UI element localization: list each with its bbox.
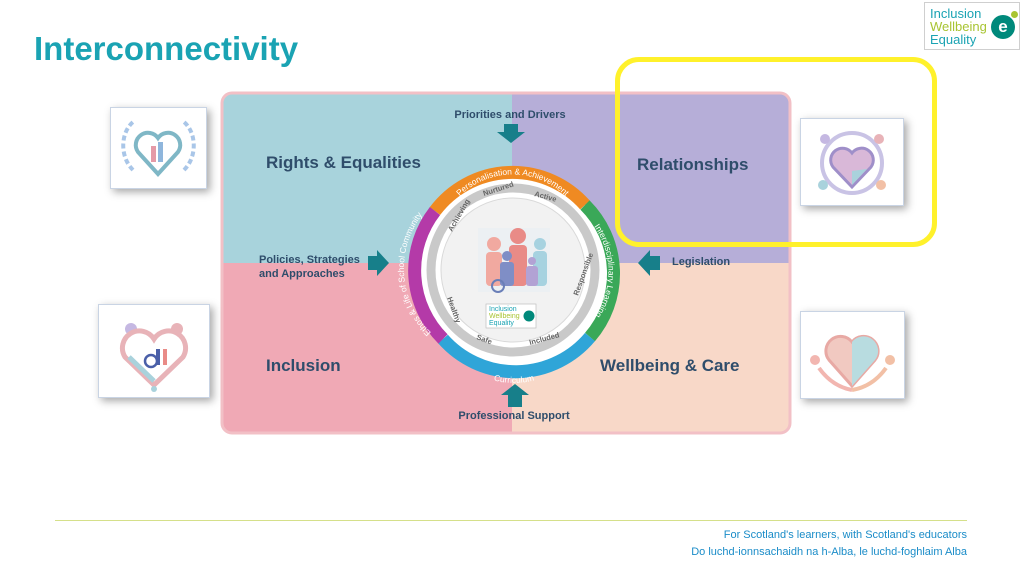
arrow-left-icon (638, 250, 660, 276)
label-professional-support: Professional Support (458, 410, 570, 422)
logo-e-mark-icon: e (991, 15, 1015, 39)
center-logo-line2: Wellbeing (489, 313, 520, 320)
footer-line-english: For Scotland's learners, with Scotland's… (723, 529, 967, 541)
arrow-down-icon (497, 124, 525, 143)
label-wellbeing-care: Wellbeing & Care (600, 356, 740, 375)
ring-label-curriculum: Curriculum (493, 373, 535, 385)
svg-text:Curriculum: Curriculum (493, 373, 535, 385)
center-logo-mark-icon (523, 310, 535, 322)
logo-dot-icon (1011, 11, 1018, 18)
center-logo: Inclusion Wellbeing Equality (485, 303, 537, 329)
arrow-up-icon (501, 384, 529, 407)
relationships-highlight-box (615, 57, 937, 247)
logo-e-letter: e (998, 17, 1008, 36)
heart-wheelchair-people-icon (119, 323, 189, 392)
tile-inclusion (98, 304, 210, 398)
ring-segment-orange (429, 165, 590, 215)
logo-line-wellbeing: Wellbeing (930, 19, 987, 34)
ring-segment-magenta (408, 207, 448, 344)
tile-wellbeing-care (800, 311, 905, 399)
label-rights-equalities: Rights & Equalities (266, 153, 421, 172)
center-logo-line1: Inclusion (489, 306, 517, 313)
ring-segment-green (580, 200, 620, 342)
people-group-icon (478, 228, 550, 293)
label-policies-line1: Policies, Strategies (259, 254, 360, 266)
slide-title: Interconnectivity (34, 30, 299, 67)
label-priorities-drivers: Priorities and Drivers (454, 109, 565, 121)
curriculum-wheel: Personalisation & Achievement Interdisci… (396, 165, 620, 385)
label-policies-line2: and Approaches (259, 268, 345, 280)
arrow-right-icon (368, 250, 389, 276)
inclusion-wellbeing-equality-logo: Inclusion Wellbeing Equality e (924, 2, 1020, 50)
label-inclusion: Inclusion (266, 356, 341, 375)
footer-divider (55, 520, 967, 521)
heart-circle-people-icon (818, 131, 886, 195)
ring-segment-blue (438, 332, 595, 379)
logo-line-equality: Equality (930, 32, 977, 47)
footer: For Scotland's learners, with Scotland's… (691, 527, 967, 561)
logo-line-inclusion: Inclusion (930, 6, 982, 21)
center-logo-line3: Equality (489, 320, 514, 327)
label-relationships: Relationships (637, 155, 748, 174)
heart-holding-hands-icon (810, 334, 895, 392)
tile-rights-equalities (110, 107, 207, 189)
tile-relationships (800, 118, 904, 206)
footer-line-gaelic: Do luchd-ionnsachaidh na h-Alba, le luch… (691, 546, 967, 558)
heart-laurel-wreath-icon (121, 120, 196, 177)
label-legislation: Legislation (672, 256, 730, 268)
